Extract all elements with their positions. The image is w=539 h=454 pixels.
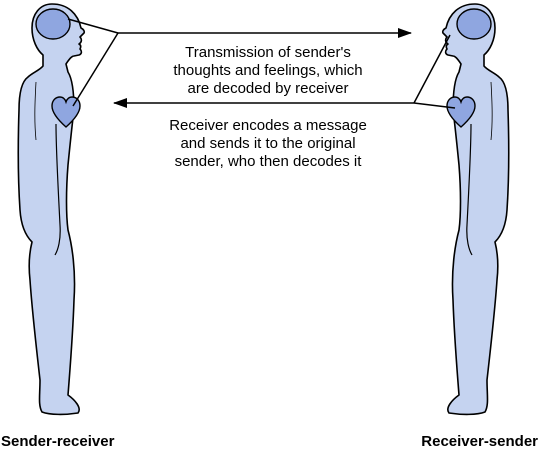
forward-message: Transmission of sender's thoughts and fe…: [173, 44, 362, 97]
forward-message-line-1: Transmission of sender's: [185, 44, 351, 61]
receiver-brain-icon: [456, 8, 492, 40]
sender-connector-lines: [67, 18, 119, 107]
reply-message-line-1: Receiver encodes a message: [169, 117, 367, 134]
reply-message-line-3: sender, who then decodes it: [175, 153, 363, 170]
sender-receiver-label: Sender-receiver: [1, 433, 115, 450]
receiver-connector-lines: [413, 34, 456, 109]
forward-message-line-2: thoughts and feelings, which: [173, 62, 362, 79]
sender-receiver-figure: [17, 3, 86, 416]
receiver-sender-figure: [441, 3, 510, 416]
receiver-sender-label: Receiver-sender: [421, 433, 538, 450]
sender-heart-icon: [51, 96, 81, 128]
receiver-heart-icon: [446, 96, 476, 128]
forward-message-line-3: are decoded by receiver: [188, 80, 349, 97]
reply-message: Receiver encodes a message and sends it …: [169, 117, 367, 170]
sender-brain-icon: [35, 8, 71, 40]
reply-message-line-2: and sends it to the original: [180, 135, 355, 152]
